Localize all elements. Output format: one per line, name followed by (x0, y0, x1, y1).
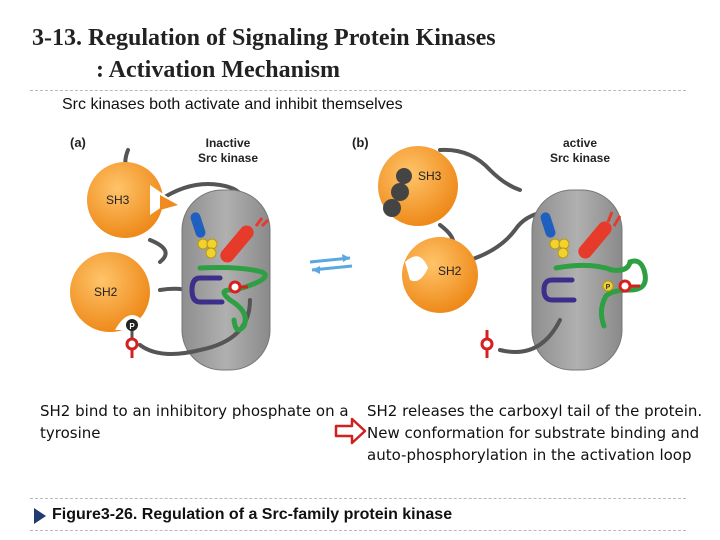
figure-bullet-icon (34, 508, 46, 524)
figure-caption: Figure3-26. Regulation of a Src-family p… (52, 506, 453, 523)
title-divider (30, 90, 686, 91)
panel-a-tail-phosphate-label: P (129, 322, 135, 331)
title-line-2: : Activation Mechanism (96, 57, 340, 83)
panel-b-loop-phosphate-label: P (606, 284, 611, 291)
panel-b-loop-phosphate (602, 280, 614, 292)
panel-b-sh2-domain (402, 237, 478, 313)
panel-b-sh3-pocket-3 (396, 168, 412, 184)
panel-a-label: (a) (70, 135, 86, 150)
panel-b-sh2-pocket (405, 256, 428, 282)
panel-a-phosphate-3 (205, 247, 217, 259)
panel-b-phosphate-3 (557, 247, 569, 259)
panel-a-sh3-sh2-linker (148, 238, 168, 264)
panel-a-blue-helix (190, 212, 206, 238)
panel-b-hinge (541, 277, 577, 303)
panel-b-alpha-c-helix (578, 221, 612, 259)
panel-a-sh2-label: SH2 (94, 285, 118, 299)
panel-a-hinge (189, 275, 225, 305)
slide-subtitle: Src kinases both activate and inhibit th… (62, 96, 403, 113)
panel-a-helix-tip (254, 217, 270, 228)
panel-b-state-line1: active (563, 136, 597, 150)
panel-a-sh2-domain (70, 252, 150, 332)
panel-b-state-line2: Src kinase (550, 151, 610, 165)
panel-a-sh3-domain (87, 162, 163, 238)
panel-a: (a) Inactive Src kinase SH3 SH2 P (70, 135, 271, 371)
caption-divider-top (30, 498, 686, 499)
panel-a-sh3-linker-bite (160, 195, 178, 210)
equilibrium-arrows (309, 254, 353, 274)
panel-b: (b) active Src kinase SH3 SH2 (352, 135, 648, 371)
panel-a-state-line1: Inactive (206, 136, 251, 150)
caption-divider-bottom (30, 530, 686, 531)
caption-left-bold: SH2 (40, 402, 71, 420)
panel-b-sh2-label: SH2 (438, 264, 462, 278)
panel-a-state-line2: Src kinase (198, 151, 258, 165)
caption-left-text: bind to an inhibitory phosphate on a tyr… (40, 402, 349, 442)
panel-b-c-terminal-tail (498, 318, 562, 354)
panel-b-blue-helix (540, 212, 556, 238)
panel-b-top-linker (438, 147, 522, 192)
src-kinase-diagram: (a) Inactive Src kinase SH3 SH2 P (70, 135, 648, 371)
panel-a-alpha-c-helix (220, 225, 254, 263)
panel-b-helix-tip (606, 211, 622, 227)
caption-left: SH2 bind to an inhibitory phosphate on a… (40, 400, 360, 444)
panel-b-sh3-label: SH3 (418, 169, 442, 183)
panel-b-sh2-kinase-linker (468, 210, 547, 262)
panel-a-sh3-label: SH3 (106, 193, 130, 207)
reverse-arrow-head-icon (312, 266, 320, 274)
caption-arrow-icon (334, 417, 367, 445)
panel-b-sh3-pocket-2 (383, 199, 401, 217)
caption-right: SH2 releases the carboxyl tail of the pr… (367, 402, 703, 464)
forward-arrow-head-icon (342, 254, 350, 262)
panel-b-activation-loop (553, 258, 648, 329)
panel-b-sh3-pocket-1 (391, 183, 409, 201)
slide-title: 3-13. Regulation of Signaling Protein Ki… (32, 22, 496, 86)
title-line-1: 3-13. Regulation of Signaling Protein Ki… (32, 25, 496, 51)
panel-b-label: (b) (352, 135, 369, 150)
panel-a-tail-phosphate (126, 319, 138, 331)
